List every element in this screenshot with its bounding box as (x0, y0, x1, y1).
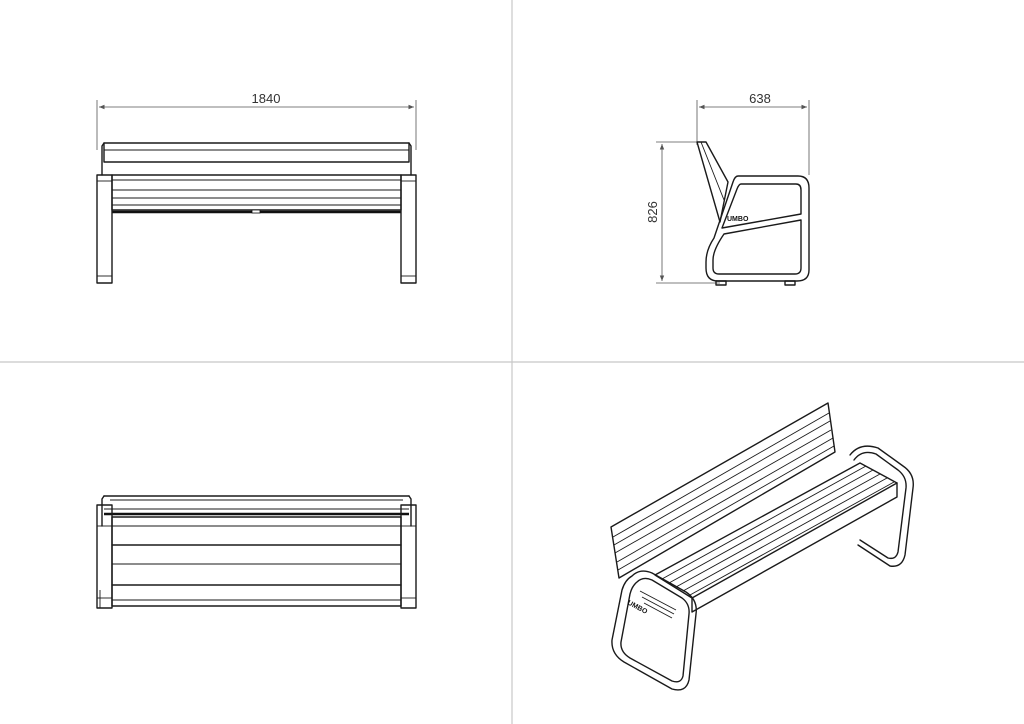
depth-dimension: 638 (696, 91, 810, 175)
width-dimension: 1840 (96, 91, 417, 150)
width-dimension-label: 1840 (252, 91, 281, 106)
iso-logo: UMBO (626, 600, 649, 616)
side-logo: UMBO (727, 216, 749, 223)
top-view (96, 495, 417, 609)
side-view: 638 826 UMBO (645, 91, 810, 286)
height-dimension: 826 (645, 141, 720, 284)
front-view: 1840 (96, 91, 417, 284)
isometric-view: UMBO (610, 402, 914, 691)
depth-dimension-label: 638 (749, 91, 771, 106)
height-dimension-label: 826 (645, 201, 660, 223)
